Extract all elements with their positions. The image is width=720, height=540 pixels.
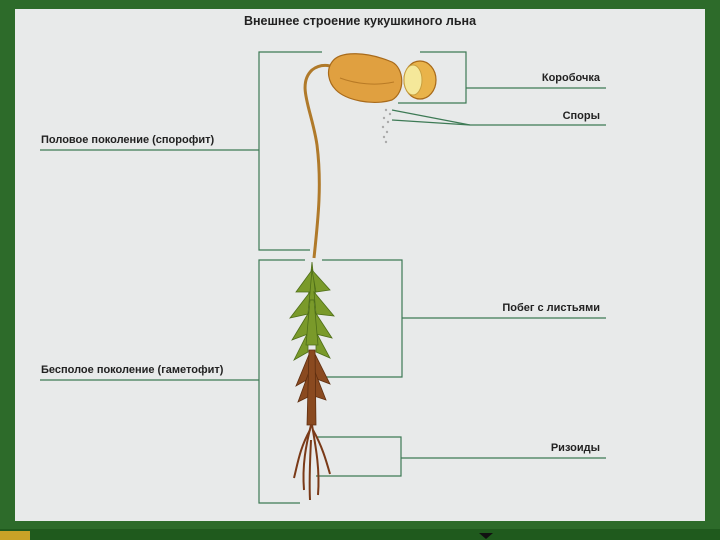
capsule-body (327, 53, 403, 103)
rhizoid (308, 439, 312, 501)
capsule-shading (339, 77, 395, 85)
label-capsule: Коробочка (542, 72, 601, 84)
diagram-title: Внешнее строение кукушкиного льна (244, 14, 477, 28)
leaf (305, 299, 319, 346)
lower-leaves (295, 349, 331, 426)
spores-dots (381, 108, 392, 144)
spore-dot (388, 112, 392, 116)
bottom-bar (0, 529, 720, 540)
gametophyte-bracket (258, 259, 305, 504)
leaf (295, 268, 313, 293)
capsule-opening (403, 64, 423, 96)
rhizoids (293, 424, 331, 501)
leafy-shoot (289, 261, 335, 362)
capsule-box (398, 51, 467, 104)
leaf (289, 290, 311, 319)
rhizoids-box (316, 436, 402, 477)
spore-dot (385, 130, 389, 134)
label-gametophyte: Бесполое поколение (гаметофит) (41, 364, 224, 376)
label-shoot: Побег с листьями (502, 302, 600, 314)
nav-down-arrow-icon[interactable] (479, 533, 493, 539)
label-spores: Споры (563, 110, 600, 122)
spores-line-a (391, 109, 471, 126)
label-sporophyte: Половое поколение (спорофит) (41, 134, 214, 146)
spore-dot (381, 125, 385, 129)
moss-plant-illustration (289, 53, 437, 501)
leaf (313, 290, 335, 317)
leader-lines (40, 51, 606, 504)
spores-line-b (391, 119, 471, 126)
spore-dot (382, 116, 386, 120)
sporophyte-bracket (258, 51, 322, 251)
spore-dot (386, 120, 390, 124)
spore-dot (384, 108, 388, 112)
leaf (311, 268, 331, 293)
spore-dot (382, 135, 386, 139)
spore-dot (384, 140, 388, 144)
rhizoid (293, 429, 311, 479)
seta-stalk (303, 63, 341, 259)
shoot-box (322, 259, 403, 378)
rhizoid (312, 429, 331, 475)
lower-stem (306, 349, 317, 426)
label-rhizoids: Ризоиды (551, 442, 600, 454)
bottom-accent (0, 531, 30, 540)
